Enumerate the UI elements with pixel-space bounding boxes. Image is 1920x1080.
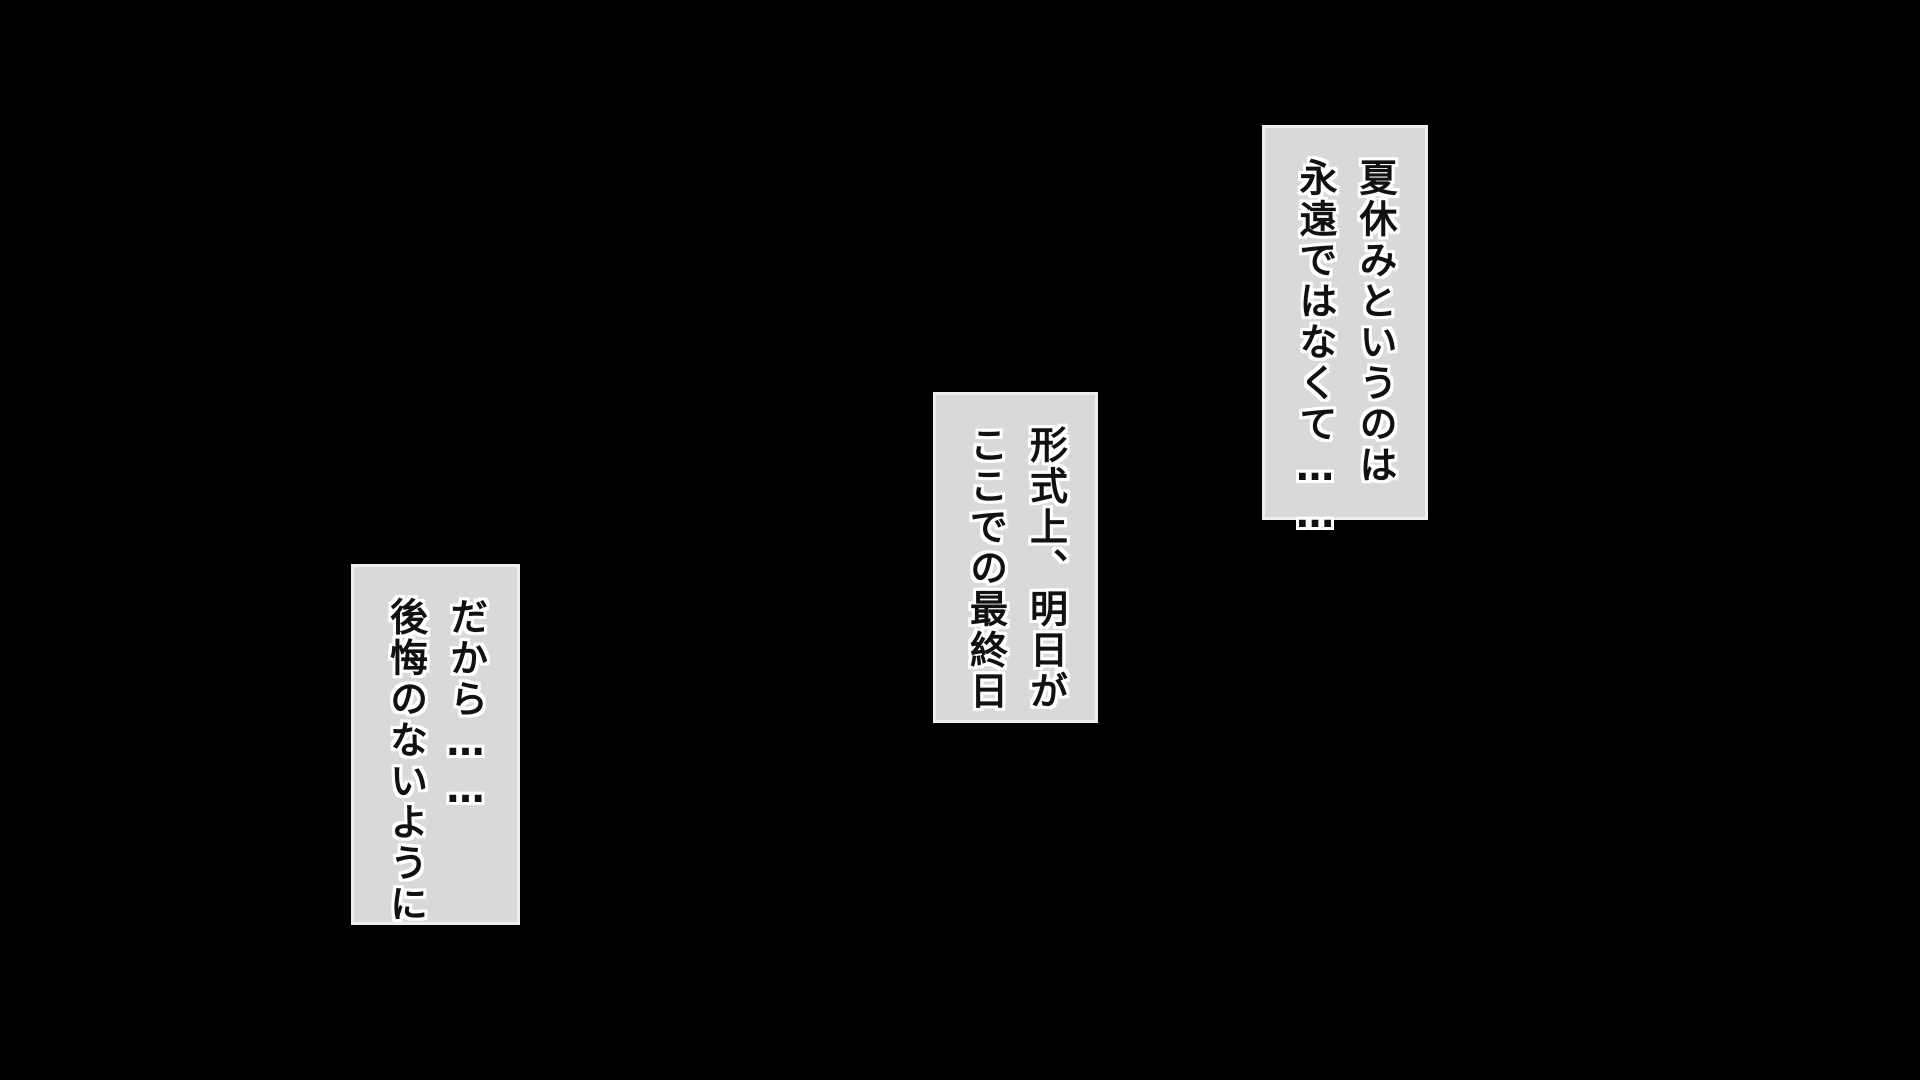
caption-3-line-2: 後悔のないように [383,597,428,925]
caption-box-1: 夏休みというのは 永遠ではなくて…… [1262,125,1428,539]
caption-3-line-1: だから…… [443,597,488,814]
caption-1-line-1: 夏休みというのは [1353,158,1397,486]
caption-2-line-1: 形式上、明日が [1023,425,1068,712]
caption-box-2: 形式上、明日が ここでの最終日 [933,392,1098,723]
caption-box-3: だから…… 後悔のないように [351,564,520,925]
caption-1-line-2: 永遠ではなくて…… [1293,158,1337,539]
caption-2-line-2: ここでの最終日 [963,425,1008,712]
